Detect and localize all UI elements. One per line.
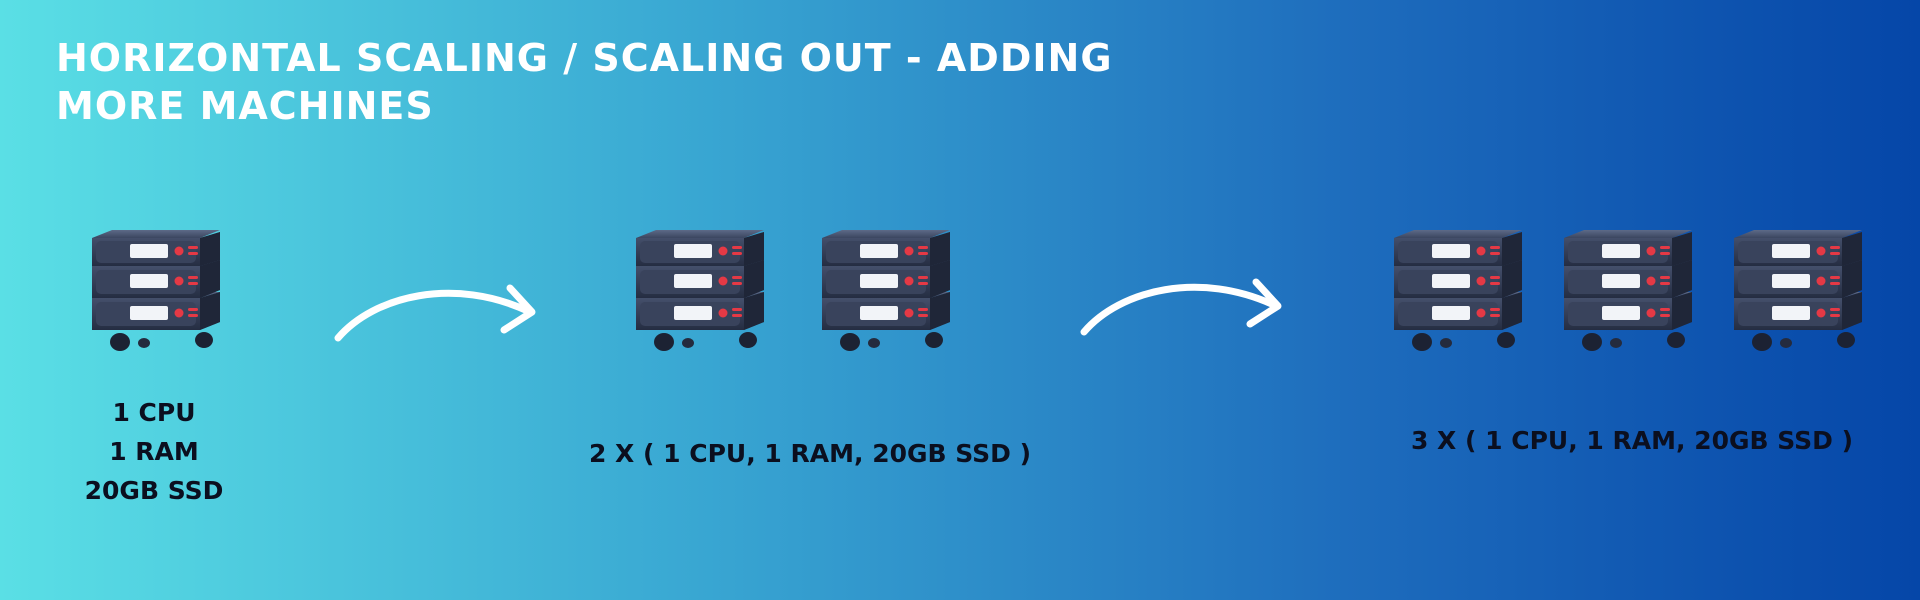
stage-1-spec-label: 1 CPU 1 RAM 20GB SSD — [50, 393, 258, 510]
stage-1-spec-line: 1 RAM — [109, 437, 199, 466]
curved-arrow-right-icon — [334, 276, 544, 346]
server-rack-icon — [628, 228, 770, 358]
stage-3-spec-label: 3 X ( 1 CPU, 1 RAM, 20GB SSD ) — [1410, 426, 1854, 455]
server-rack-icon — [1556, 228, 1698, 358]
stage-2-spec-label: 2 X ( 1 CPU, 1 RAM, 20GB SSD ) — [588, 439, 1032, 468]
server-rack-icon — [1386, 228, 1528, 358]
stage-1-spec-line: 20GB SSD — [84, 476, 224, 505]
server-rack-icon — [1726, 228, 1868, 358]
page-title: HORIZONTAL SCALING / SCALING OUT - ADDIN… — [56, 36, 1113, 128]
curved-arrow-right-icon — [1080, 270, 1290, 340]
stage-1-spec-line: 1 CPU — [112, 398, 196, 427]
server-rack-icon — [814, 228, 956, 358]
server-rack-icon — [84, 228, 226, 358]
